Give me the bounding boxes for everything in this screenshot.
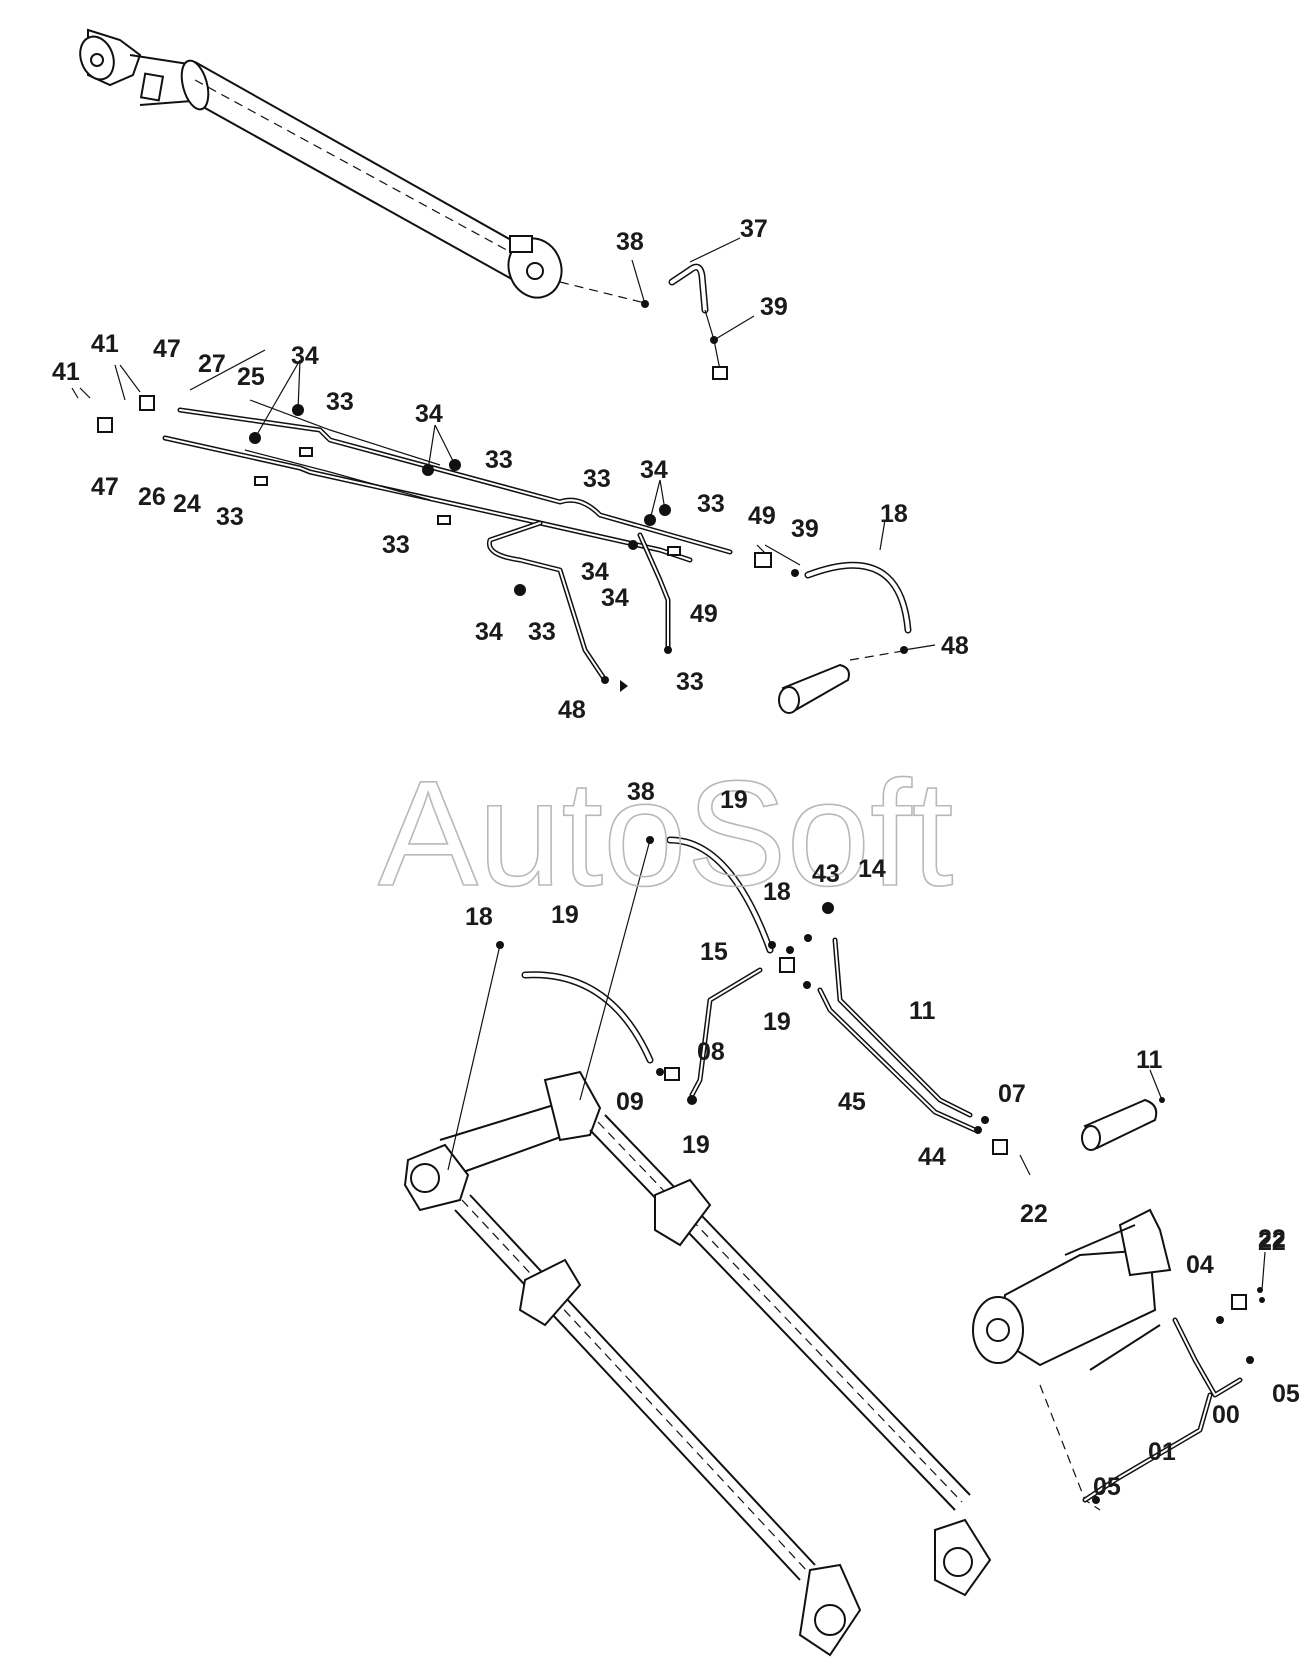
part-label: 33 — [382, 531, 410, 559]
part-label: 22 — [1020, 1200, 1048, 1228]
part-label: 33 — [528, 618, 556, 646]
part-label: 05 — [1093, 1473, 1121, 1501]
part-label: 34 — [640, 456, 668, 484]
part-label: 49 — [690, 600, 718, 628]
part-label: 33 — [326, 388, 354, 416]
part-label: 24 — [173, 490, 201, 518]
pin-22 — [1081, 1097, 1165, 1151]
part-label: 33 — [485, 446, 513, 474]
lower-hoses — [447, 836, 1031, 1176]
part-label: 07 — [998, 1080, 1026, 1108]
part-label: 19 — [720, 786, 748, 814]
part-label: 04 — [1186, 1251, 1214, 1279]
part-label: 41 — [91, 330, 119, 358]
part-label: 49 — [748, 502, 776, 530]
part-label: 47 — [153, 335, 181, 363]
part-label: 33 — [216, 503, 244, 531]
part-label: 34 — [415, 400, 443, 428]
part-label: 00 — [1212, 1401, 1240, 1429]
part-label: 08 — [697, 1038, 725, 1066]
part-label: 39 — [760, 293, 788, 321]
part-label: 48 — [558, 696, 586, 724]
part-label: 44 — [918, 1143, 946, 1171]
part-label: 48 — [941, 632, 969, 660]
part-label: 05 — [1272, 1380, 1300, 1408]
part-label: 18 — [763, 878, 791, 906]
part-label: 11 — [909, 997, 936, 1025]
part-label: 41 — [52, 358, 80, 386]
part-label: 18 — [880, 500, 908, 528]
leader-lines — [71, 237, 1266, 1291]
hose-18-mid — [778, 561, 912, 714]
part-label: 19 — [763, 1008, 791, 1036]
part-label: 14 — [858, 855, 886, 883]
part-label: 43 — [812, 860, 840, 888]
part-label: 39 — [791, 515, 819, 543]
part-label: 26 — [138, 483, 166, 511]
part-label: 22 — [1258, 1225, 1286, 1253]
part-labels: 38 37 39 41 47 27 25 34 33 41 47 26 24 3… — [52, 215, 1300, 1501]
part-label: 22 — [1258, 1228, 1286, 1256]
lower-right-cylinder — [972, 1208, 1265, 1511]
part-label: 38 — [616, 228, 644, 256]
part-label: 09 — [616, 1088, 644, 1116]
part-label: 47 — [91, 473, 119, 501]
lower-cylinders — [403, 1070, 992, 1657]
part-label: 34 — [601, 584, 629, 612]
part-label: 33 — [697, 490, 725, 518]
part-label: 01 — [1148, 1438, 1176, 1466]
part-label: 34 — [581, 558, 609, 586]
part-label: 19 — [682, 1131, 710, 1159]
part-label: 34 — [291, 342, 319, 370]
part-label: 34 — [475, 618, 503, 646]
part-label: 33 — [583, 465, 611, 493]
part-label: 25 — [237, 363, 265, 391]
watermark: AutoSoft — [378, 749, 953, 917]
part-label: 18 — [465, 903, 493, 931]
part-label: 15 — [700, 938, 728, 966]
part-label: 38 — [627, 778, 655, 806]
part-label: 37 — [740, 215, 768, 243]
part-label: 19 — [551, 901, 579, 929]
boom-pipe-assembly — [97, 395, 799, 692]
part-label: 33 — [676, 668, 704, 696]
part-label: 11 — [1136, 1046, 1163, 1074]
part-label: 27 — [198, 350, 226, 378]
part-label: 45 — [838, 1088, 866, 1116]
upper-cylinder — [79, 28, 563, 299]
hose-37 — [559, 263, 728, 380]
